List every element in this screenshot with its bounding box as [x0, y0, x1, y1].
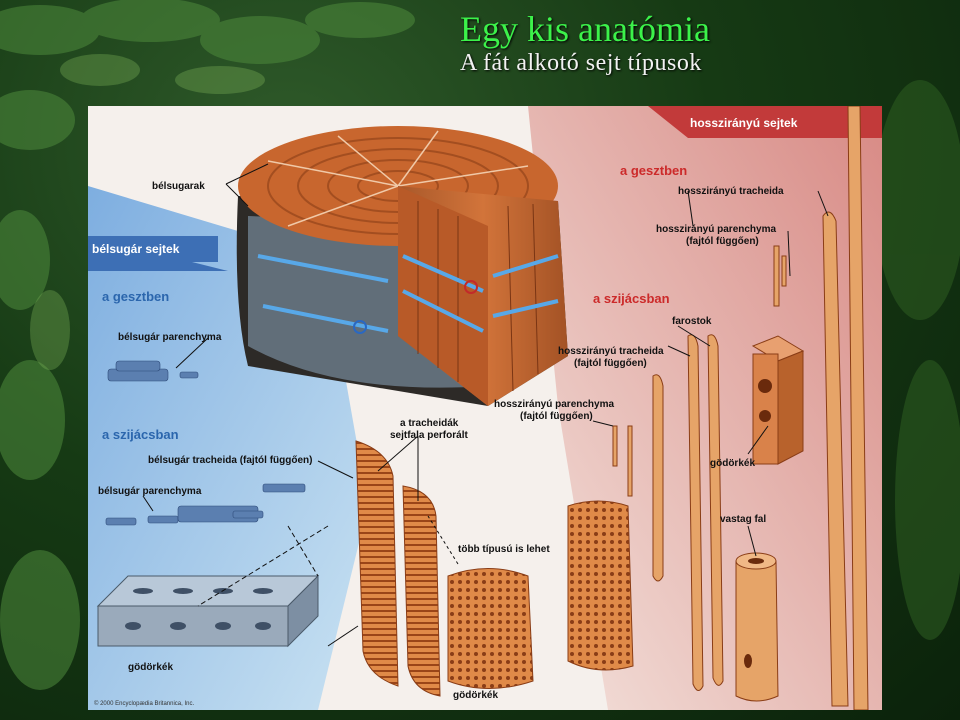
- label-long-tracheid-sapwood-1: hosszirányú tracheida: [558, 346, 664, 357]
- label-long-tracheid-sapwood-2: (fajtól függően): [574, 358, 647, 369]
- label-tracheid-wall-2: sejtfala perforált: [390, 430, 468, 441]
- label-pits-right: gödörkék: [710, 458, 755, 469]
- label-pits-left: gödörkék: [128, 662, 173, 673]
- header-ray-cells: bélsugár sejtek: [92, 242, 179, 256]
- label-long-parenchyma-sapwood-1: hosszirányú parenchyma: [494, 399, 614, 410]
- label-long-parenchyma-heartwood-1: hosszirányú parenchyma: [656, 224, 776, 235]
- label-long-tracheid-heartwood: hosszirányú tracheida: [678, 186, 784, 197]
- label-ray-tracheid-sapwood: bélsugár tracheida (fajtól függően): [148, 455, 312, 466]
- thick-wall-cell: [736, 553, 778, 701]
- copyright-notice: © 2000 Encyclopædia Britannica, Inc.: [94, 701, 194, 707]
- ray-cell-3d: [98, 576, 318, 646]
- slide-subtitle: A fát alkotó sejt típusok: [460, 50, 702, 77]
- wood-anatomy-diagram: bélsugár sejtek hosszirányú sejtek a ges…: [88, 106, 882, 710]
- label-long-parenchyma-sapwood-2: (fajtól függően): [520, 411, 593, 422]
- header-longitudinal-cells: hosszirányú sejtek: [690, 116, 797, 130]
- label-fibers: farostok: [672, 316, 711, 327]
- label-rays: bélsugarak: [152, 181, 205, 192]
- label-ray-parenchyma-heartwood: bélsugár parenchyma: [118, 332, 221, 343]
- parenchyma-block: [753, 336, 803, 464]
- label-pits-center: gödörkék: [453, 690, 498, 701]
- slide-title: Egy kis anatómia: [460, 8, 710, 50]
- label-long-parenchyma-heartwood-2: (fajtól függően): [686, 236, 759, 247]
- section-heartwood-right: a gesztben: [620, 163, 687, 178]
- section-sapwood-right: a szijácsban: [593, 291, 670, 306]
- section-sapwood-left: a szijácsban: [102, 427, 179, 442]
- label-thick-wall: vastag fal: [720, 514, 766, 525]
- section-heartwood-left: a gesztben: [102, 289, 169, 304]
- label-tracheid-wall-1: a tracheidák: [400, 418, 458, 429]
- label-ray-parenchyma-sapwood: bélsugár parenchyma: [98, 486, 201, 497]
- label-many-types: több típusú is lehet: [458, 544, 550, 555]
